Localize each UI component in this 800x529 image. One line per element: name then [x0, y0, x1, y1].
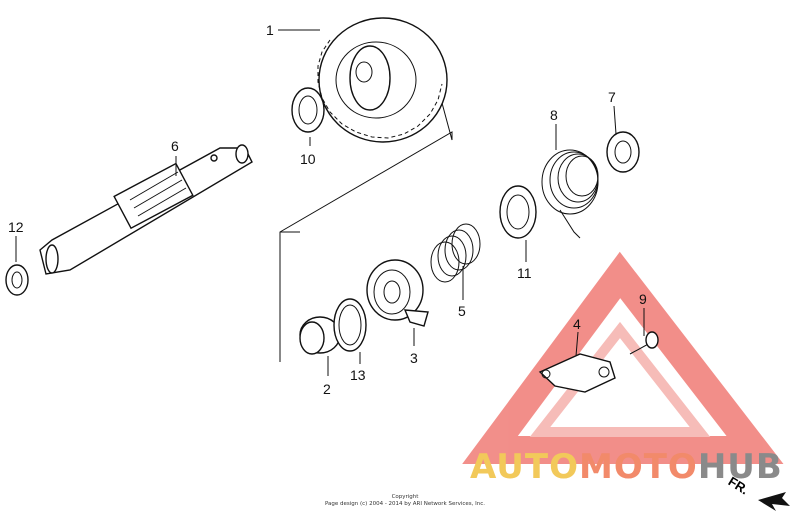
- label-part-13: 13: [350, 367, 366, 383]
- label-part-5: 5: [458, 303, 466, 319]
- washer-10[interactable]: [291, 87, 325, 133]
- label-part-1: 1: [266, 22, 274, 38]
- copyright-line-1: Copyright: [391, 494, 419, 500]
- label-part-6: 6: [171, 138, 179, 154]
- front-direction-arrow: [758, 492, 790, 511]
- collar-2[interactable]: [299, 316, 341, 355]
- circlip-13[interactable]: [333, 298, 367, 352]
- label-part-8: 8: [550, 107, 558, 123]
- copyright-line-2: Page design (c) 2004 - 2014 by ARI Netwo…: [324, 501, 486, 507]
- leader-lines: [15, 29, 645, 376]
- assembly-frame: [279, 39, 453, 362]
- ratchet-3[interactable]: [366, 259, 429, 327]
- return-spring-8[interactable]: [541, 149, 599, 239]
- label-part-12: 12: [8, 219, 24, 235]
- ratchet-spring-5[interactable]: [430, 223, 481, 283]
- stopper-plate-4[interactable]: [538, 353, 616, 393]
- label-part-4: 4: [573, 316, 581, 332]
- washer-11[interactable]: [499, 185, 537, 239]
- kick-starter-spindle[interactable]: [39, 144, 253, 275]
- washer-12[interactable]: [5, 264, 29, 296]
- label-part-3: 3: [410, 350, 418, 366]
- watermark-text: AUTOMOTOHUB: [470, 447, 783, 487]
- watermark-triangle-logo: [462, 251, 784, 464]
- kick-starter-gear[interactable]: [317, 17, 448, 143]
- label-part-9: 9: [639, 291, 647, 307]
- bolt-9[interactable]: [629, 331, 659, 355]
- copyright-notice: Copyright Page design (c) 2004 - 2014 by…: [300, 494, 510, 508]
- watermark-hub: HUB: [697, 447, 783, 487]
- label-part-10: 10: [300, 151, 316, 167]
- label-part-2: 2: [323, 381, 331, 397]
- label-part-7: 7: [608, 89, 616, 105]
- watermark-moto: MOTO: [578, 447, 698, 487]
- spring-guide-7[interactable]: [606, 131, 640, 173]
- watermark-auto: AUTO: [470, 447, 579, 487]
- label-part-11: 11: [517, 265, 532, 281]
